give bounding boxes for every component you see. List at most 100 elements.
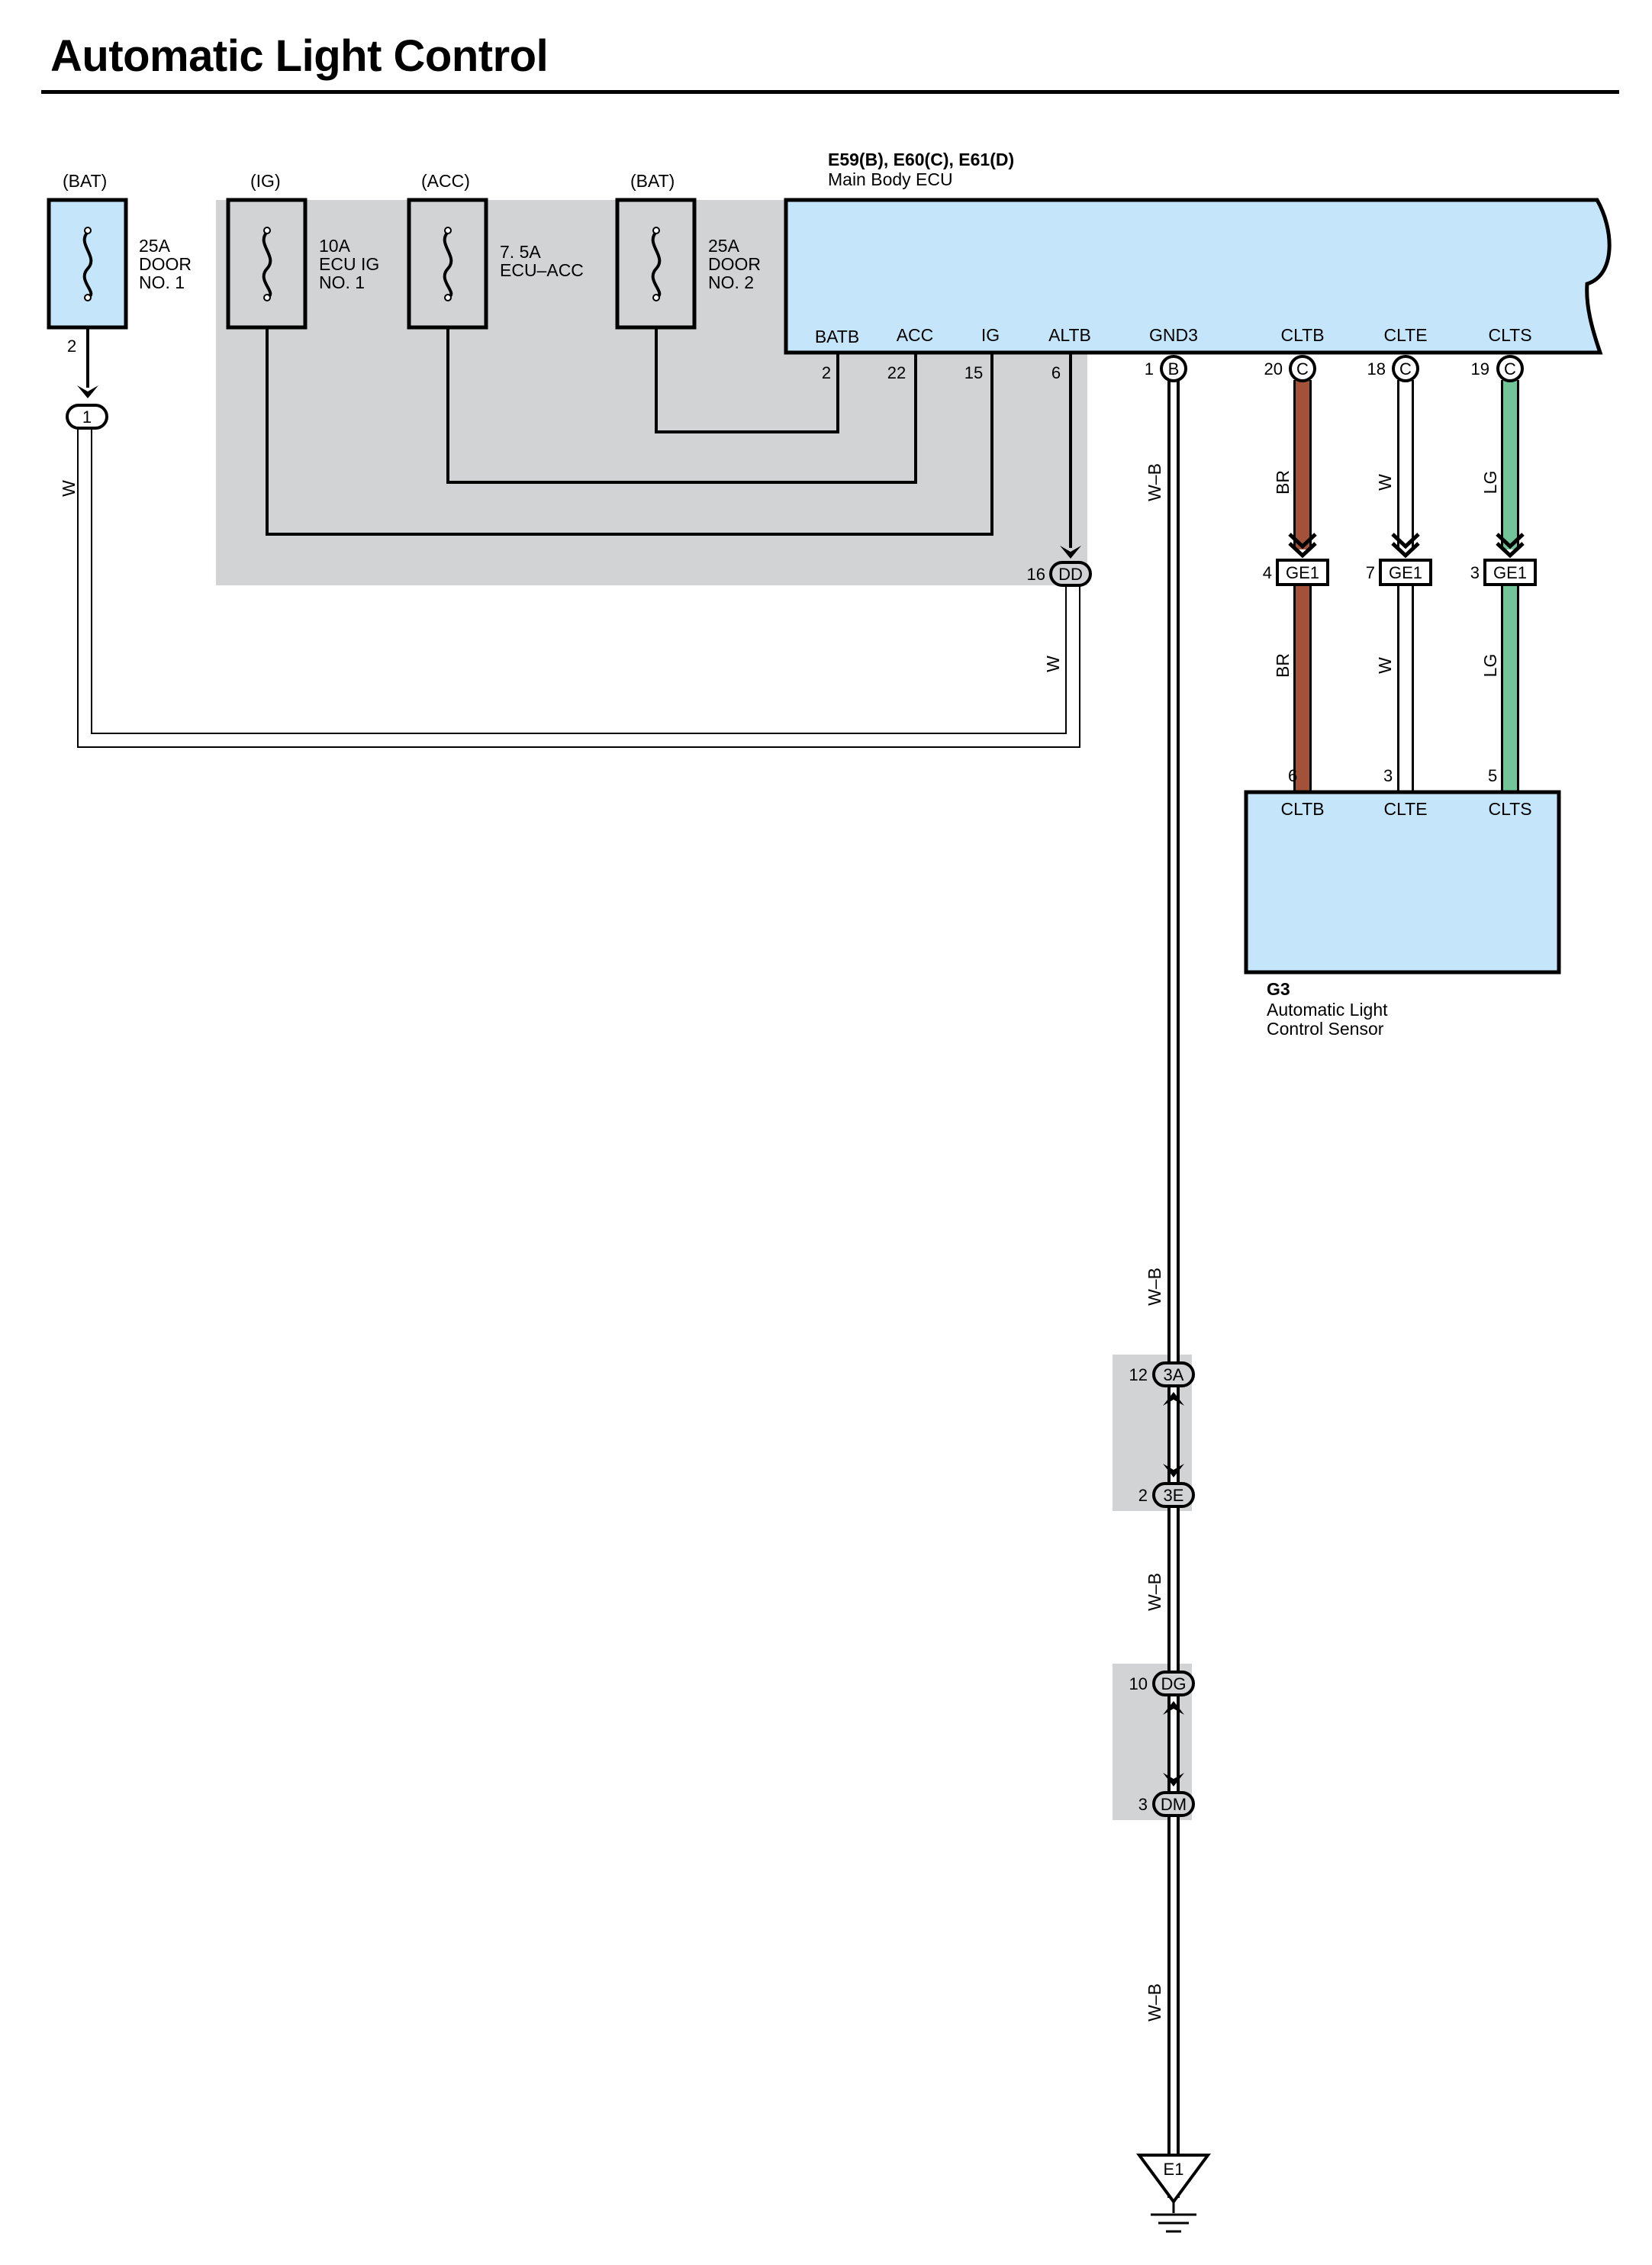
page-title: Automatic Light Control bbox=[50, 31, 549, 81]
title-rule bbox=[41, 90, 1619, 94]
internal-wires bbox=[266, 298, 1072, 548]
svg-text:GE1: GE1 bbox=[1493, 563, 1527, 582]
ecu-box bbox=[784, 198, 1612, 355]
fuse-door-no1: (BAT) 25A DOOR NO. 1 bbox=[47, 171, 192, 330]
ground-junction-3a-3e: 3A 12 3E 2 bbox=[1129, 1361, 1195, 1508]
fuse-ecu-acc: (ACC) 7. 5A ECU–ACC bbox=[407, 171, 584, 330]
svg-text:19: 19 bbox=[1471, 359, 1489, 379]
svg-text:2: 2 bbox=[1138, 1486, 1148, 1505]
connector-dd-pin: 16 bbox=[1027, 565, 1045, 584]
svg-text:3: 3 bbox=[1383, 766, 1393, 785]
sensor-name-1: Automatic Light bbox=[1267, 1000, 1388, 1020]
ecu-pin-connectors: B bbox=[1160, 355, 1187, 382]
svg-text:DM: DM bbox=[1161, 1795, 1187, 1814]
svg-text:10A: 10A bbox=[319, 236, 351, 256]
svg-text:CLTS: CLTS bbox=[1488, 325, 1531, 345]
wire-color-br-2: BR bbox=[1273, 653, 1293, 678]
fuse3-source: (ACC) bbox=[421, 171, 470, 191]
ecu-pin-numbers: 2 22 15 6 1 20 18 19 bbox=[822, 359, 1489, 382]
svg-text:20: 20 bbox=[1264, 359, 1283, 379]
svg-text:C: C bbox=[1296, 359, 1309, 379]
svg-text:15: 15 bbox=[964, 363, 983, 382]
svg-text:22: 22 bbox=[887, 363, 906, 382]
ecu-terminal-labels: BATB ACC IG ALTB GND3 CLTB CLTE CLTS bbox=[815, 325, 1532, 346]
fuse-ecu-ig-no1: (IG) 10A ECU IG NO. 1 bbox=[226, 171, 379, 330]
wire-color-wb-3: W–B bbox=[1145, 1573, 1164, 1611]
svg-text:3: 3 bbox=[1138, 1795, 1148, 1814]
svg-text:DOOR: DOOR bbox=[139, 254, 192, 274]
svg-text:6: 6 bbox=[1051, 363, 1061, 382]
svg-text:CLTS: CLTS bbox=[1488, 799, 1531, 819]
svg-text:E1: E1 bbox=[1164, 2160, 1184, 2179]
fuse1-pin: 2 bbox=[67, 337, 76, 356]
svg-text:5: 5 bbox=[1488, 766, 1497, 785]
wire-color-br-1: BR bbox=[1273, 470, 1293, 495]
svg-text:25A: 25A bbox=[139, 236, 171, 256]
svg-text:CLTB: CLTB bbox=[1280, 325, 1324, 345]
svg-text:18: 18 bbox=[1367, 359, 1386, 379]
svg-text:NO. 2: NO. 2 bbox=[708, 272, 754, 292]
ecu-name: Main Body ECU bbox=[828, 169, 953, 189]
svg-text:ALTB: ALTB bbox=[1048, 325, 1091, 345]
svg-text:NO. 1: NO. 1 bbox=[139, 272, 185, 292]
svg-text:GE1: GE1 bbox=[1389, 563, 1422, 582]
svg-text:B: B bbox=[1168, 359, 1180, 379]
wire-color-w-clte-1: W bbox=[1375, 474, 1395, 491]
fuse-door-no2: (BAT) 25A DOOR NO. 2 bbox=[615, 171, 761, 330]
svg-text:DOOR: DOOR bbox=[708, 254, 761, 274]
arrow-altb-down bbox=[1060, 546, 1081, 559]
sensor-code: G3 bbox=[1267, 979, 1290, 999]
svg-text:7. 5A: 7. 5A bbox=[500, 242, 541, 262]
connector-1 bbox=[66, 404, 108, 430]
svg-text:IG: IG bbox=[981, 325, 1000, 345]
ecu-c-connectors: C C C bbox=[1289, 355, 1524, 382]
svg-text:DG: DG bbox=[1161, 1674, 1187, 1693]
svg-text:12: 12 bbox=[1129, 1365, 1148, 1384]
svg-text:4: 4 bbox=[1263, 563, 1272, 582]
sensor-box bbox=[1244, 790, 1561, 975]
wire-color-w-clte-2: W bbox=[1375, 657, 1395, 674]
fuse4-source: (BAT) bbox=[630, 171, 675, 191]
ground-junction-dg-dm: DG 10 DM 3 bbox=[1129, 1671, 1195, 1817]
svg-text:C: C bbox=[1399, 359, 1412, 379]
svg-text:3E: 3E bbox=[1164, 1486, 1184, 1505]
svg-text:ACC: ACC bbox=[897, 325, 934, 345]
wire-color-wb-4: W–B bbox=[1145, 1983, 1164, 2022]
wire-w-door1-to-dd bbox=[77, 427, 1080, 748]
svg-text:3A: 3A bbox=[1164, 1365, 1184, 1384]
wire-color-lg-1: LG bbox=[1480, 471, 1500, 495]
sensor-terminal-labels: CLTB CLTE CLTS bbox=[1280, 799, 1531, 819]
svg-text:7: 7 bbox=[1366, 563, 1375, 582]
svg-text:C: C bbox=[1504, 359, 1516, 379]
ecu-code: E59(B), E60(C), E61(D) bbox=[828, 150, 1014, 169]
sensor-pin-numbers: 6 3 5 bbox=[1288, 766, 1497, 785]
fuse1-source: (BAT) bbox=[63, 171, 107, 191]
wire-color-lg-2: LG bbox=[1480, 654, 1500, 678]
connector-dd-label: DD bbox=[1058, 565, 1083, 584]
svg-text:6: 6 bbox=[1288, 766, 1297, 785]
wire-color-w-dd: W bbox=[1043, 656, 1063, 672]
wire-color-wb-1: W–B bbox=[1145, 463, 1164, 501]
connector-1-label: 1 bbox=[82, 408, 92, 427]
svg-text:GE1: GE1 bbox=[1286, 563, 1319, 582]
ge1-connectors: GE1 4 GE1 7 GE1 3 bbox=[1263, 533, 1537, 586]
svg-text:CLTE: CLTE bbox=[1383, 799, 1427, 819]
svg-text:NO. 1: NO. 1 bbox=[319, 272, 365, 292]
svg-text:ECU IG: ECU IG bbox=[319, 254, 379, 274]
svg-text:2: 2 bbox=[822, 363, 831, 382]
svg-text:CLTE: CLTE bbox=[1383, 325, 1427, 345]
sensor-name-2: Control Sensor bbox=[1267, 1019, 1384, 1039]
svg-text:10: 10 bbox=[1129, 1674, 1148, 1693]
svg-text:25A: 25A bbox=[708, 236, 740, 256]
svg-text:1: 1 bbox=[1145, 359, 1154, 379]
wire-color-wb-2: W–B bbox=[1145, 1268, 1164, 1306]
wire-color-w-left: W bbox=[59, 480, 79, 497]
connector-dd bbox=[1049, 561, 1092, 587]
ground-e1-icon: E1 bbox=[1136, 2154, 1211, 2233]
svg-text:ECU–ACC: ECU–ACC bbox=[500, 260, 584, 280]
svg-text:3: 3 bbox=[1470, 563, 1480, 582]
svg-text:CLTB: CLTB bbox=[1280, 799, 1324, 819]
arrow-fuse1-down bbox=[77, 385, 98, 398]
fuse2-source: (IG) bbox=[250, 171, 281, 191]
